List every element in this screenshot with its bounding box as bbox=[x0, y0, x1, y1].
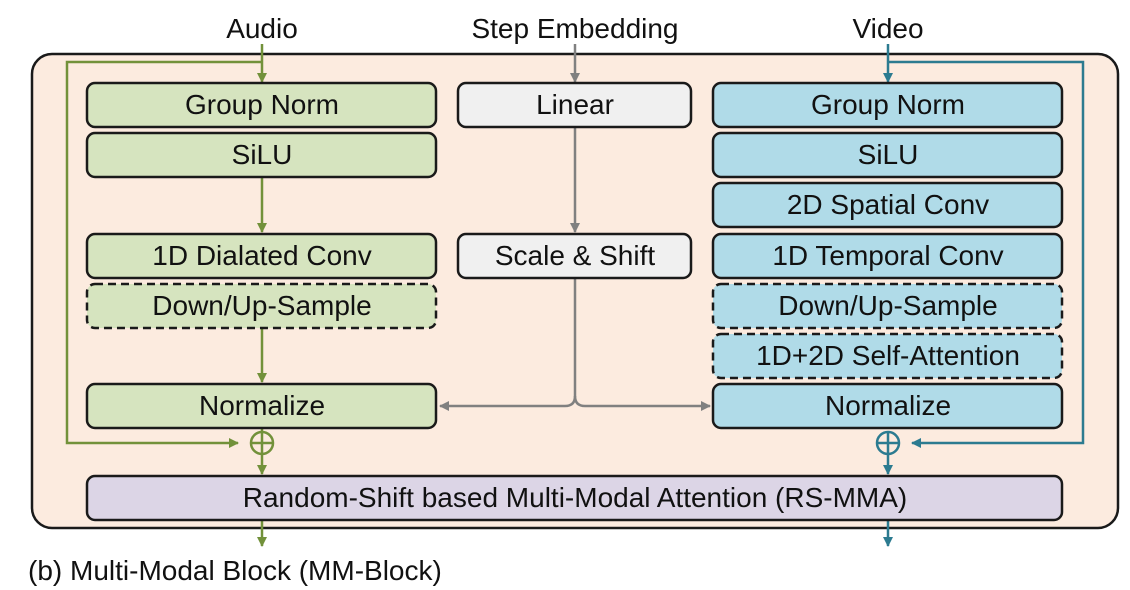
video-block-2d-spatial-conv: 2D Spatial Conv bbox=[711, 181, 1064, 229]
svg-text:Group Norm: Group Norm bbox=[811, 89, 965, 120]
video-block-down-up-sample: Down/Up-Sample bbox=[711, 282, 1064, 330]
rs-mma-block: Random-Shift based Multi-Modal Attention… bbox=[85, 474, 1064, 522]
figure-caption: (b) Multi-Modal Block (MM-Block) bbox=[28, 555, 442, 586]
step-arrows bbox=[439, 44, 711, 411]
svg-text:Down/Up-Sample: Down/Up-Sample bbox=[152, 290, 371, 321]
video-block-1d-temporal-conv: 1D Temporal Conv bbox=[711, 232, 1064, 280]
svg-text:1D Temporal Conv: 1D Temporal Conv bbox=[772, 240, 1003, 271]
audio-block-down-up-sample: Down/Up-Sample bbox=[85, 282, 438, 330]
video-input-label: Video bbox=[852, 13, 923, 44]
audio-block-1d-dilated-conv: 1D Dialated Conv bbox=[85, 232, 438, 280]
svg-text:Group Norm: Group Norm bbox=[185, 89, 339, 120]
video-block-normalize: Normalize bbox=[711, 382, 1064, 430]
video-block-self-attention: 1D+2D Self-Attention bbox=[711, 332, 1064, 380]
svg-text:1D+2D Self-Attention: 1D+2D Self-Attention bbox=[756, 340, 1020, 371]
svg-text:SiLU: SiLU bbox=[232, 139, 293, 170]
svg-text:Scale & Shift: Scale & Shift bbox=[495, 240, 656, 271]
video-block-group-norm: Group Norm bbox=[711, 81, 1064, 129]
audio-block-normalize: Normalize bbox=[85, 382, 438, 430]
svg-text:Down/Up-Sample: Down/Up-Sample bbox=[778, 290, 997, 321]
video-residual-add-icon bbox=[875, 430, 901, 456]
svg-text:Normalize: Normalize bbox=[199, 390, 325, 421]
video-block-silu: SiLU bbox=[711, 131, 1064, 179]
audio-block-silu: SiLU bbox=[85, 131, 438, 179]
audio-block-group-norm: Group Norm bbox=[85, 81, 438, 129]
svg-text:Normalize: Normalize bbox=[825, 390, 951, 421]
step-block-scale-shift: Scale & Shift bbox=[456, 232, 693, 280]
svg-text:SiLU: SiLU bbox=[858, 139, 919, 170]
svg-text:2D Spatial Conv: 2D Spatial Conv bbox=[787, 189, 989, 220]
svg-text:Random-Shift based Multi-Modal: Random-Shift based Multi-Modal Attention… bbox=[243, 482, 907, 513]
svg-text:Linear: Linear bbox=[536, 89, 614, 120]
audio-input-label: Audio bbox=[226, 13, 298, 44]
step-block-linear: Linear bbox=[456, 81, 693, 129]
step-embedding-input-label: Step Embedding bbox=[471, 13, 678, 44]
svg-text:1D Dialated Conv: 1D Dialated Conv bbox=[152, 240, 371, 271]
audio-arrows bbox=[65, 44, 267, 547]
audio-residual-add-icon bbox=[249, 430, 275, 456]
video-arrows bbox=[883, 44, 1085, 547]
